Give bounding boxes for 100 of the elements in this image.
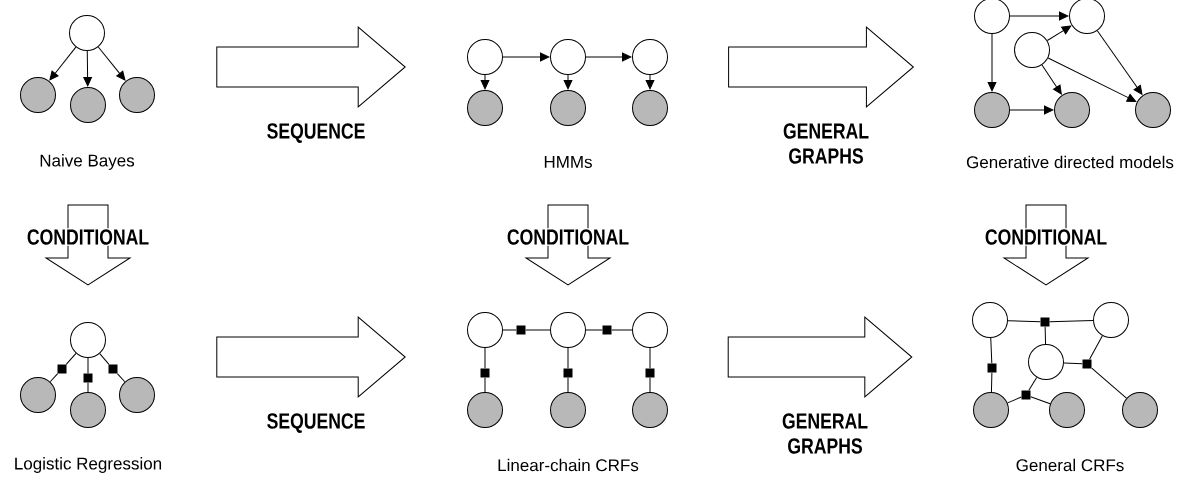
line [1028, 376, 1038, 391]
graph-node [632, 312, 668, 348]
arrow [83, 50, 92, 87]
line [1063, 362, 1083, 365]
line [990, 337, 993, 364]
graph-node [974, 0, 1010, 34]
factor-square [563, 368, 573, 378]
caption: Logistic Regression [15, 457, 161, 473]
arrow [49, 46, 77, 81]
block-arrow [216, 26, 406, 108]
graph-node [20, 377, 56, 413]
graph-node [632, 90, 668, 126]
line [49, 373, 59, 383]
arrow [585, 52, 632, 62]
line [525, 329, 551, 331]
block-arrow [727, 316, 913, 398]
line [1007, 320, 1041, 323]
graph-node [467, 39, 503, 75]
line [1089, 335, 1103, 360]
line [1049, 320, 1094, 323]
edge-label: CONDITIONAL [505, 228, 631, 246]
factor-square [108, 364, 118, 374]
graph-node [1122, 392, 1158, 428]
graph-node [550, 312, 586, 348]
line [990, 372, 993, 393]
edge-label: SEQUENCE [267, 123, 365, 143]
line [484, 347, 486, 369]
graph-node [1093, 302, 1129, 338]
graph-node [1028, 344, 1064, 380]
arrow [645, 74, 655, 90]
block-arrow [216, 316, 406, 398]
arrow [97, 46, 126, 81]
graph-node [973, 392, 1009, 428]
factor-square [516, 325, 526, 335]
line [585, 329, 603, 331]
arrow [1046, 25, 1072, 42]
line [116, 373, 126, 383]
line [99, 353, 110, 365]
arrow [563, 74, 573, 90]
graph-node [974, 92, 1010, 128]
line [649, 347, 651, 369]
caption: HMMs [544, 156, 592, 168]
graph-node [20, 77, 56, 113]
caption: Generative directed models [966, 155, 1174, 169]
edge-label: CONDITIONAL [25, 228, 151, 246]
edge-label: CONDITIONAL [983, 228, 1109, 246]
factor-square [480, 368, 490, 378]
graph-node [632, 39, 668, 75]
factor-square [1040, 317, 1050, 327]
factor-square [1082, 359, 1092, 369]
graph-node [550, 90, 586, 126]
graph-node [467, 90, 503, 126]
line [484, 377, 486, 393]
factor-square [83, 373, 93, 383]
line [1091, 367, 1127, 399]
graph-node [550, 392, 586, 428]
graph-node [550, 39, 586, 75]
arrow [1047, 57, 1137, 102]
caption: Naive Bayes [40, 154, 135, 170]
graph-node [70, 392, 106, 428]
factor-square [645, 368, 655, 378]
line [567, 377, 569, 393]
line [87, 357, 89, 374]
factor-square [987, 363, 997, 373]
graph-node [1014, 32, 1050, 68]
caption: General CRFs [1016, 458, 1124, 472]
line [611, 329, 633, 331]
graph-node [70, 322, 106, 358]
arrow [480, 74, 490, 90]
graph-node [1049, 392, 1085, 428]
edge-label: SEQUENCE [267, 413, 365, 433]
graph-node [1054, 92, 1090, 128]
arrow [1009, 11, 1069, 21]
edge-label: GENERAL GRAPHS [782, 413, 868, 454]
edge-label: GENERAL GRAPHS [783, 123, 869, 164]
arrow [1041, 64, 1062, 95]
graph-node [119, 77, 155, 113]
graph-node [632, 392, 668, 428]
arrow [502, 52, 550, 62]
graph-node [70, 87, 106, 123]
graph-node [1069, 0, 1105, 34]
line [87, 382, 89, 393]
graph-node [972, 302, 1008, 338]
factor-square [1021, 390, 1031, 400]
line [502, 329, 517, 331]
block-arrow [728, 26, 914, 108]
factor-square [57, 364, 67, 374]
line [1007, 396, 1022, 404]
line [567, 347, 569, 369]
graph-node [467, 392, 503, 428]
arrow [987, 33, 997, 92]
graph-node [69, 15, 105, 51]
arrow [1096, 30, 1143, 95]
line [65, 352, 77, 365]
graph-node [1135, 92, 1171, 128]
graph-node [119, 377, 155, 413]
line [1030, 396, 1051, 405]
line [649, 377, 651, 393]
caption: Linear-chain CRFs [498, 458, 639, 472]
graph-node [467, 312, 503, 348]
